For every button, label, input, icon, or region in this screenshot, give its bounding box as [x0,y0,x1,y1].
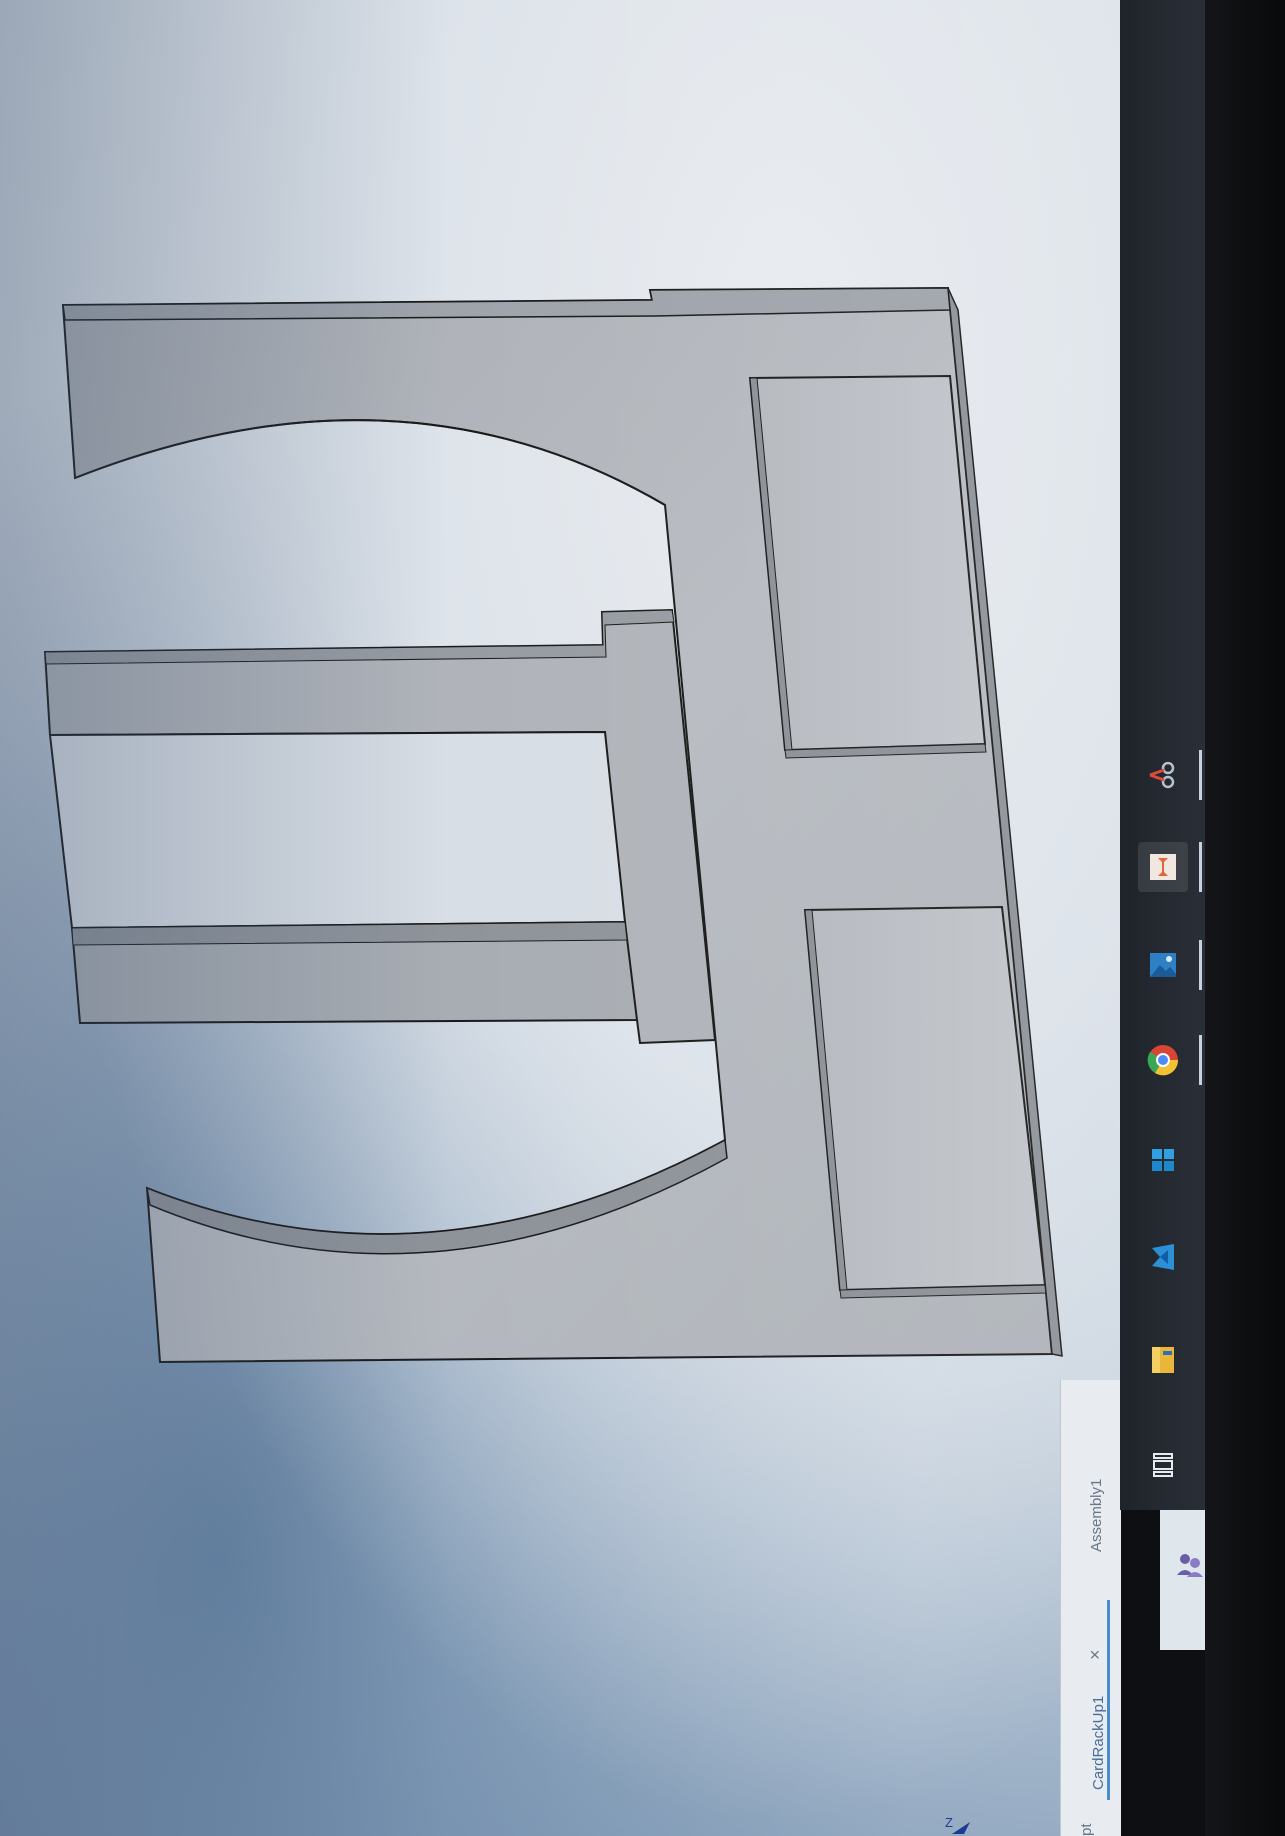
people-icon[interactable] [1165,1540,1215,1590]
inventor-icon[interactable] [1138,842,1202,892]
tab-close-icon[interactable]: × [1085,1649,1105,1660]
upper-pocket-floor-edge [784,743,987,759]
lower-arm-edge [71,921,628,946]
slot-opening [48,730,627,930]
lower-cutout-band [146,1138,728,1255]
chrome-icon[interactable] [1138,1035,1202,1085]
part-model[interactable] [0,0,1120,1836]
chrome-running-indicator [1199,1035,1202,1085]
microsoft-store-icon[interactable] [1138,1135,1188,1185]
upper-cutout-edge [74,419,666,506]
system-tray [1160,1510,1205,1650]
tab-assembly1[interactable]: Assembly1 [1088,1478,1105,1552]
photos-running-indicator [1199,940,1202,990]
snipping-tool-icon[interactable] [1138,750,1202,800]
visual-studio-icon[interactable] [1138,1232,1188,1282]
upper-arm-edge [44,609,675,665]
monitor-bezel [1205,0,1285,1836]
file-explorer-icon[interactable] [1138,1335,1188,1385]
right-edge-band [947,287,1063,1357]
task-view-icon[interactable] [1138,1440,1188,1490]
inventor-active-indicator [1199,842,1202,892]
axis-z-label: Z [945,1815,953,1830]
active-tab-indicator [1107,1600,1110,1800]
tab-pt[interactable]: pt [1078,1823,1095,1836]
axis-triad-icon [952,1822,970,1834]
document-tab-strip [1060,1380,1121,1836]
photos-icon[interactable] [1138,940,1202,990]
tab-cardrackup1[interactable]: CardRackUp1 [1090,1695,1107,1790]
snipping-tool-running-indicator [1199,750,1202,800]
